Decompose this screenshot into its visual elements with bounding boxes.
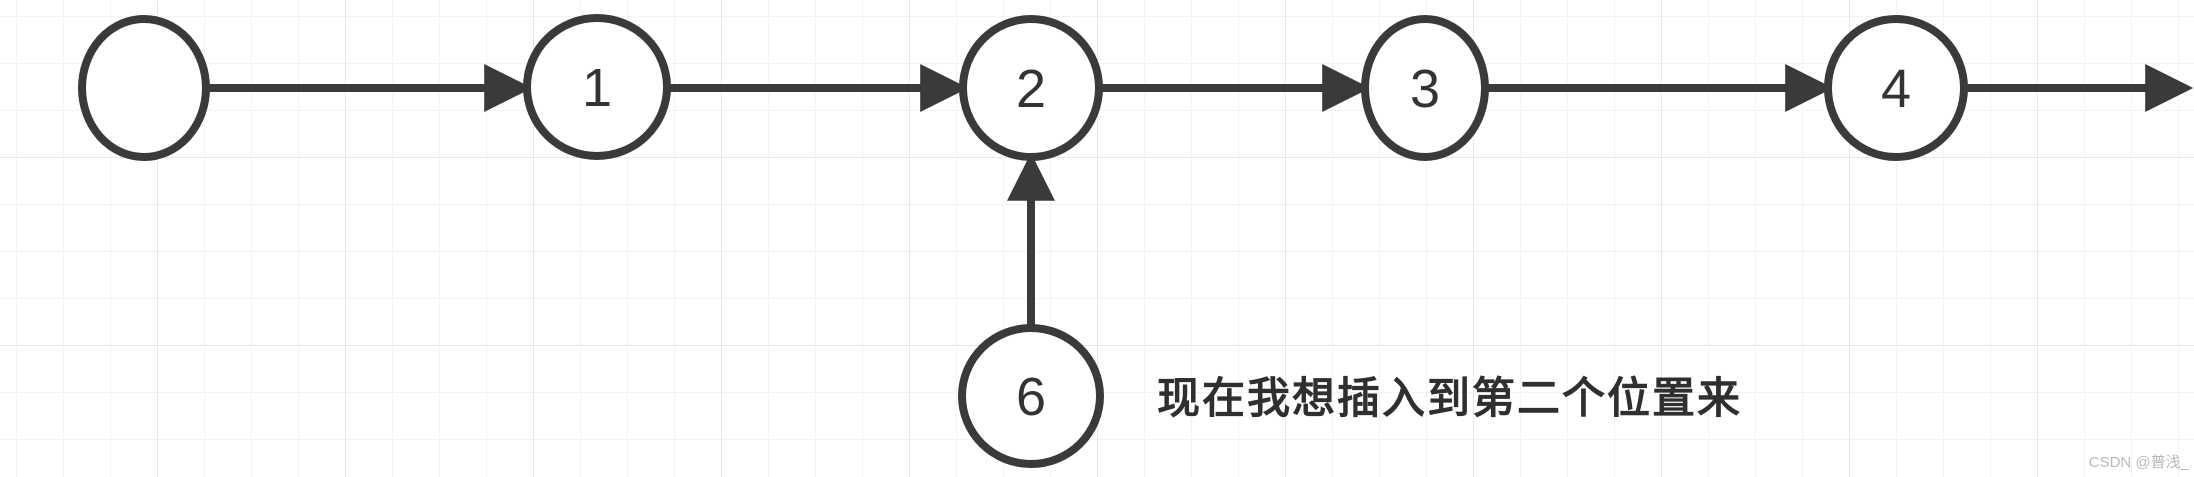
node-label: 1 [582, 58, 612, 118]
node-1: 1 [523, 14, 671, 160]
node-6-inserted: 6 [958, 324, 1104, 468]
node-label: 3 [1410, 59, 1440, 119]
node-3: 3 [1361, 15, 1489, 161]
node-circle [1824, 15, 1968, 161]
node-label: 2 [1016, 59, 1046, 119]
node-head [78, 15, 210, 161]
node-circle [1361, 15, 1489, 161]
annotation-text: 现在我想插入到第二个位置来 [1157, 375, 1742, 423]
edges [206, 64, 2194, 328]
node-circle [523, 14, 671, 160]
node-circle [958, 324, 1104, 468]
node-label: 4 [1881, 59, 1911, 119]
node-4: 4 [1824, 15, 1968, 161]
node-circle [78, 15, 210, 161]
node-circle [959, 15, 1103, 161]
watermark: CSDN @普浅_ [2089, 454, 2190, 471]
node-2: 2 [959, 15, 1103, 161]
node-label: 6 [1016, 367, 1046, 427]
